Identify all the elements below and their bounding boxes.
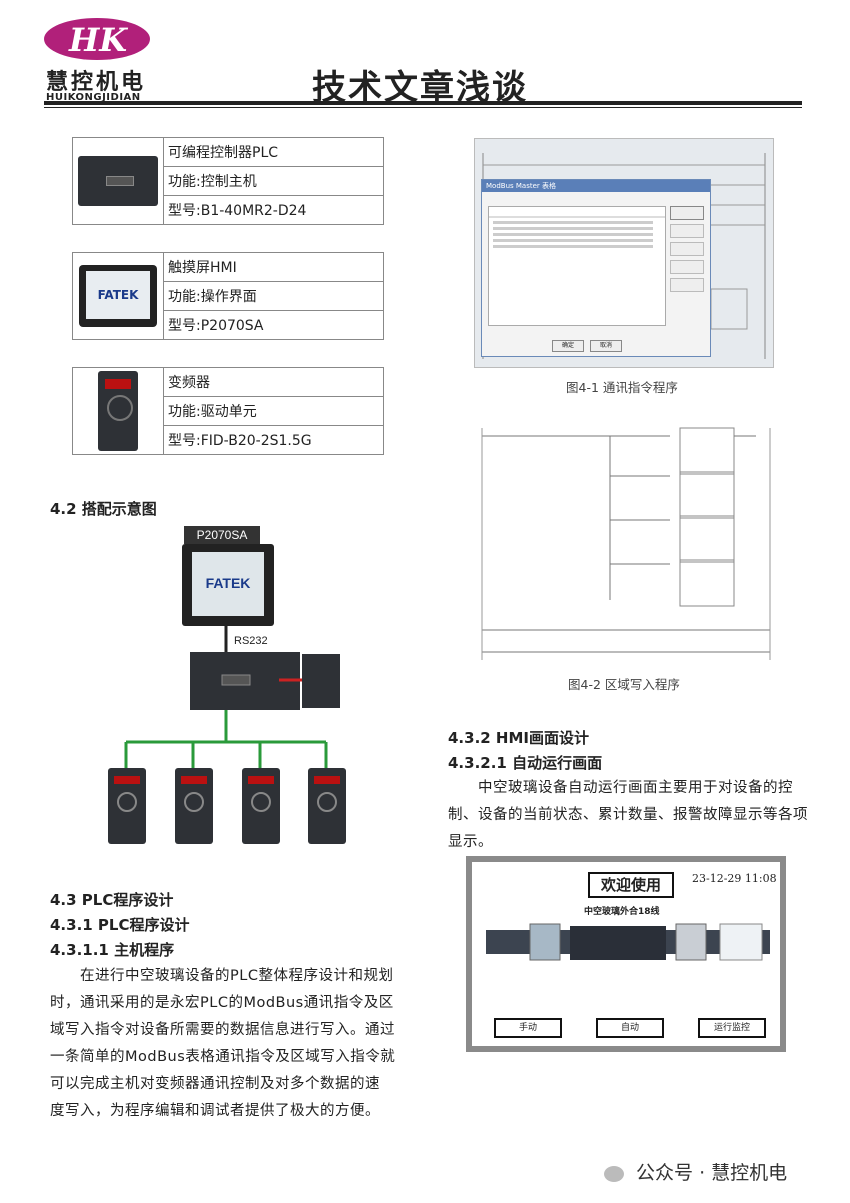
- plc-expansion-unit: [302, 654, 340, 708]
- paragraph-line: 可以完成主机对变频器通讯控制及对多个数据的速: [50, 1076, 380, 1092]
- header-divider: [44, 101, 802, 105]
- wechat-icon: [604, 1165, 624, 1182]
- dialog-side-button[interactable]: [670, 224, 704, 238]
- section-heading-4-3: 4.3 PLC程序设计: [50, 891, 174, 909]
- footer-text: 公众号 · 慧控机电: [636, 1162, 788, 1184]
- dialog-side-button[interactable]: [670, 278, 704, 292]
- inverter-3: [242, 768, 280, 844]
- device-table-inverter: 变频器 功能:驱动单元 型号:FID-B20-2S1.5G: [72, 367, 384, 455]
- device-table-hmi: FATEK 触摸屏HMI 功能:操作界面 型号:P2070SA: [72, 252, 384, 340]
- figure-4-2-ladder: [481, 427, 771, 660]
- modbus-table: [488, 206, 666, 326]
- hmi-screen-content: 欢迎使用 23-12-29 11:08 中空玻璃外合18线 手动 自动 运行监控: [472, 862, 780, 1046]
- figure-4-1-caption: 图4-1 通讯指令程序: [566, 380, 678, 395]
- logo-english-name: HUIKONGJIDIAN: [46, 92, 141, 103]
- device-table-plc: 可编程控制器PLC 功能:控制主机 型号:B1-40MR2-D24: [72, 137, 384, 225]
- device-name: 可编程控制器PLC: [163, 137, 384, 167]
- welcome-banner: 欢迎使用: [588, 872, 674, 898]
- paragraph-line: 制、设备的当前状态、累计数量、报警故障显示等各项: [448, 807, 808, 823]
- function-block: [679, 559, 735, 607]
- hmi-screen-paragraph: 中空玻璃设备自动运行画面主要用于对设备的控 制、设备的当前状态、累计数量、报警故…: [448, 775, 818, 856]
- function-block: [679, 427, 735, 475]
- figure-4-1-screenshot: ModBus Master 表格 确定 取消: [474, 138, 774, 368]
- modbus-dialog: ModBus Master 表格 确定 取消: [481, 179, 711, 357]
- manual-button[interactable]: 手动: [494, 1018, 562, 1038]
- hmi-model-label: P2070SA: [197, 528, 248, 542]
- inverter-4: [308, 768, 346, 844]
- section-heading-4-3-2: 4.3.2 HMI画面设计: [448, 729, 589, 747]
- dialog-side-button[interactable]: [670, 206, 704, 220]
- logo-mark: HK: [68, 21, 128, 59]
- auto-button[interactable]: 自动: [596, 1018, 664, 1038]
- paragraph-line: 域写入指令对设备所需要的数据信息进行写入。通过: [50, 1022, 395, 1038]
- header-divider-thin: [44, 107, 802, 108]
- hmi-auto-run-screen: 欢迎使用 23-12-29 11:08 中空玻璃外合18线 手动 自动 运行监控: [466, 856, 786, 1052]
- wechat-footer: 公众号 · 慧控机电: [604, 1158, 787, 1185]
- device-name: 变频器: [163, 367, 384, 397]
- hmi-screen-label: FATEK: [86, 271, 150, 319]
- dialog-ok-button[interactable]: 确定: [552, 340, 584, 352]
- dialog-cancel-button[interactable]: 取消: [590, 340, 622, 352]
- paragraph-line: 一条简单的ModBus表格通讯指令及区域写入指令就: [50, 1049, 396, 1065]
- paragraph-line: 度写入，为程序编辑和调试者提供了极大的方便。: [50, 1103, 380, 1119]
- device-model: 型号:P2070SA: [163, 310, 384, 340]
- device-function: 功能:操作界面: [163, 281, 384, 311]
- section-heading-4-3-1-1: 4.3.1.1 主机程序: [50, 941, 175, 959]
- rs232-label: RS232: [234, 635, 268, 647]
- host-program-paragraph: 在进行中空玻璃设备的PLC整体程序设计和规划 时，通讯采用的是永宏PLC的Mod…: [50, 963, 420, 1125]
- device-model: 型号:FID-B20-2S1.5G: [163, 425, 384, 455]
- inverter-device-icon: [72, 367, 164, 455]
- dialog-side-button[interactable]: [670, 260, 704, 274]
- plc-device-icon: [72, 137, 164, 225]
- paragraph-line: 中空玻璃设备自动运行画面主要用于对设备的控: [478, 780, 793, 796]
- device-function: 功能:驱动单元: [163, 396, 384, 426]
- function-block: [679, 471, 735, 519]
- logo-chinese-name: 慧控机电: [46, 69, 147, 95]
- section-heading-4-3-1: 4.3.1 PLC程序设计: [50, 916, 190, 934]
- section-heading-4-3-2-1: 4.3.2.1 自动运行画面: [448, 754, 603, 772]
- logo-oval: [44, 18, 150, 60]
- device-name: 触摸屏HMI: [163, 252, 384, 282]
- function-block: [679, 515, 735, 563]
- device-model: 型号:B1-40MR2-D24: [163, 195, 384, 225]
- dialog-title: ModBus Master 表格: [482, 180, 710, 192]
- datetime-display: 23-12-29 11:08: [692, 872, 777, 885]
- section-heading-4-2: 4.2 搭配示意图: [50, 500, 157, 518]
- connection-diagram: P2070SA FATEK RS232: [108, 526, 346, 844]
- glass-line-machine-image: [486, 923, 770, 961]
- hmi-device-icon: FATEK: [72, 252, 164, 340]
- run-monitor-button[interactable]: 运行监控: [698, 1018, 766, 1038]
- dialog-side-button[interactable]: [670, 242, 704, 256]
- inverter-1: [108, 768, 146, 844]
- hmi-brand-label: FATEK: [206, 575, 251, 591]
- line-name: 中空玻璃外合18线: [584, 907, 660, 917]
- hmi-display: [192, 552, 264, 616]
- paragraph-line: 在进行中空玻璃设备的PLC整体程序设计和规划: [80, 968, 394, 984]
- paragraph-line: 显示。: [448, 834, 493, 850]
- hmi-label-bar: [184, 526, 260, 544]
- inverter-2: [175, 768, 213, 844]
- device-function: 功能:控制主机: [163, 166, 384, 196]
- paragraph-line: 时，通讯采用的是永宏PLC的ModBus通讯指令及区: [50, 995, 394, 1011]
- figure-4-2-caption: 图4-2 区域写入程序: [568, 677, 680, 692]
- company-logo: HK 慧控机电 HUIKONGJIDIAN: [44, 12, 164, 104]
